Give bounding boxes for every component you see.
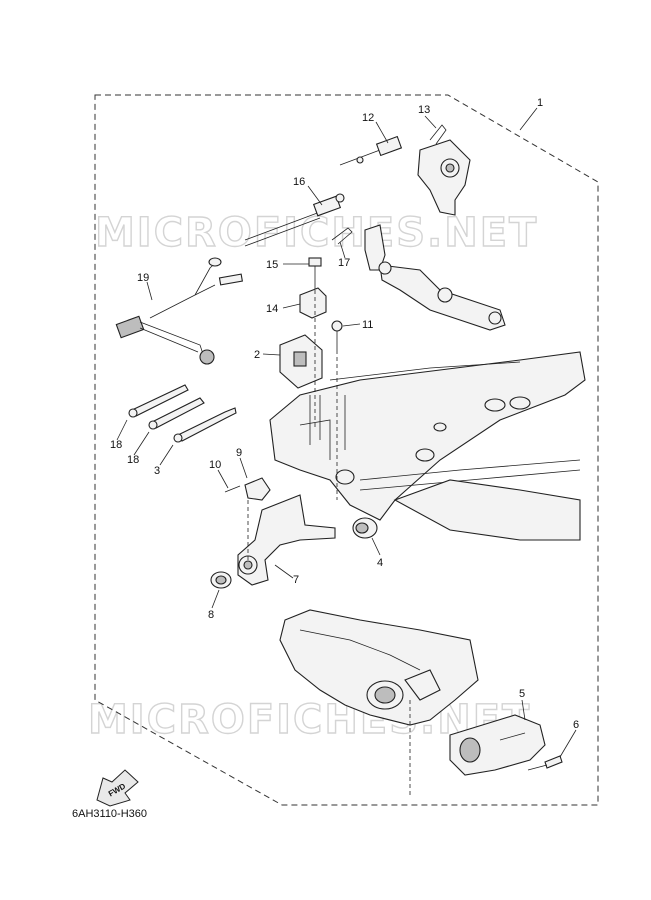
plug-4 [352, 517, 378, 539]
callout-13: 13 [418, 104, 430, 116]
cable-joint-12 [339, 135, 403, 166]
grommet-2 [279, 334, 323, 389]
callout-10: 10 [209, 459, 221, 471]
shift-lever-assembly [364, 139, 506, 331]
cable-tie-3 [173, 407, 237, 443]
callout-12: 12 [362, 112, 374, 124]
bracket-14 [299, 287, 327, 319]
callout-9: 9 [236, 447, 242, 459]
callout-1: 1 [537, 97, 543, 109]
callout-5: 5 [519, 688, 525, 700]
screw-11 [331, 320, 343, 350]
grommet-8 [210, 571, 232, 589]
callout-6: 6 [573, 719, 579, 731]
callout-17: 17 [338, 257, 350, 269]
callout-2: 2 [254, 349, 260, 361]
cable-tie-18a [128, 384, 189, 418]
cover-5 [449, 714, 546, 776]
clamp-9 [244, 477, 271, 501]
callout-18b: 18 [127, 454, 139, 466]
harness-19 [115, 257, 243, 365]
callout-8: 8 [208, 609, 214, 621]
clip-17 [331, 227, 353, 245]
callout-7: 7 [293, 574, 299, 586]
clip-13 [429, 124, 447, 145]
swivel-bracket [279, 609, 479, 726]
callout-3: 3 [154, 465, 160, 477]
callout-19: 19 [137, 272, 149, 284]
callout-16: 16 [293, 176, 305, 188]
pin-10 [224, 485, 241, 493]
fwd-arrow-icon: FWD [96, 769, 139, 807]
diagram-code: 6AH3110-H360 [72, 808, 148, 820]
cable-joint-16 [244, 193, 345, 247]
watermark-top: MICROFICHES.NET [95, 210, 538, 256]
bottom-cowling [269, 351, 586, 541]
bolt-6 [527, 755, 563, 771]
callout-14: 14 [266, 303, 278, 315]
callout-18a: 18 [110, 439, 122, 451]
guide-lines [247, 290, 411, 795]
callout-4: 4 [377, 557, 383, 569]
callout-11: 11 [362, 319, 373, 331]
assembly-boundary [94, 94, 599, 806]
bolt-15 [308, 257, 322, 290]
bracket-7 [237, 494, 336, 586]
cable-tie-18b [148, 397, 205, 430]
callout-15: 15 [266, 259, 278, 271]
leader-lines [116, 107, 577, 758]
